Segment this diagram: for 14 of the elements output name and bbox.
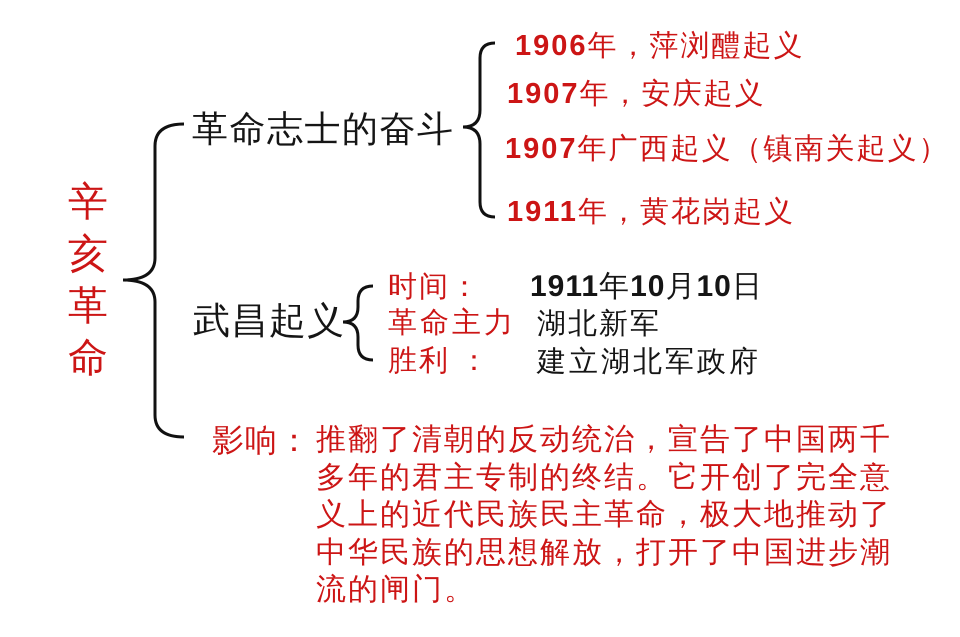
uprising-item: 1911年，黄花岗起义	[507, 194, 795, 230]
field-label: 革命主力	[388, 306, 516, 340]
branch-label: 武昌起义	[193, 300, 345, 344]
topic-title: 辛亥革命	[68, 178, 108, 382]
impact-paragraph: 推翻了清朝的反动统治，宣告了中国两千多年的君主专制的终结。它开创了完全意义上的近代民族民主革命，极大地推动了中华民族的思想解放，打开了中国进步潮流的闸门。	[316, 422, 893, 608]
impact-label: 影响：	[212, 420, 311, 460]
uprising-item: 1907年，安庆起义	[507, 76, 766, 112]
uprising-item: 1906年，萍浏醴起义	[515, 28, 805, 64]
branch-label: 革命志士的奋斗	[192, 108, 454, 152]
uprising-item: 1907年广西起义（镇南关起义）	[505, 132, 950, 166]
field-label: 时间：	[388, 270, 481, 304]
field-value: 湖北新军	[537, 306, 661, 342]
field-label: 胜利 ：	[388, 344, 490, 378]
field-value: 建立湖北军政府	[537, 344, 761, 380]
